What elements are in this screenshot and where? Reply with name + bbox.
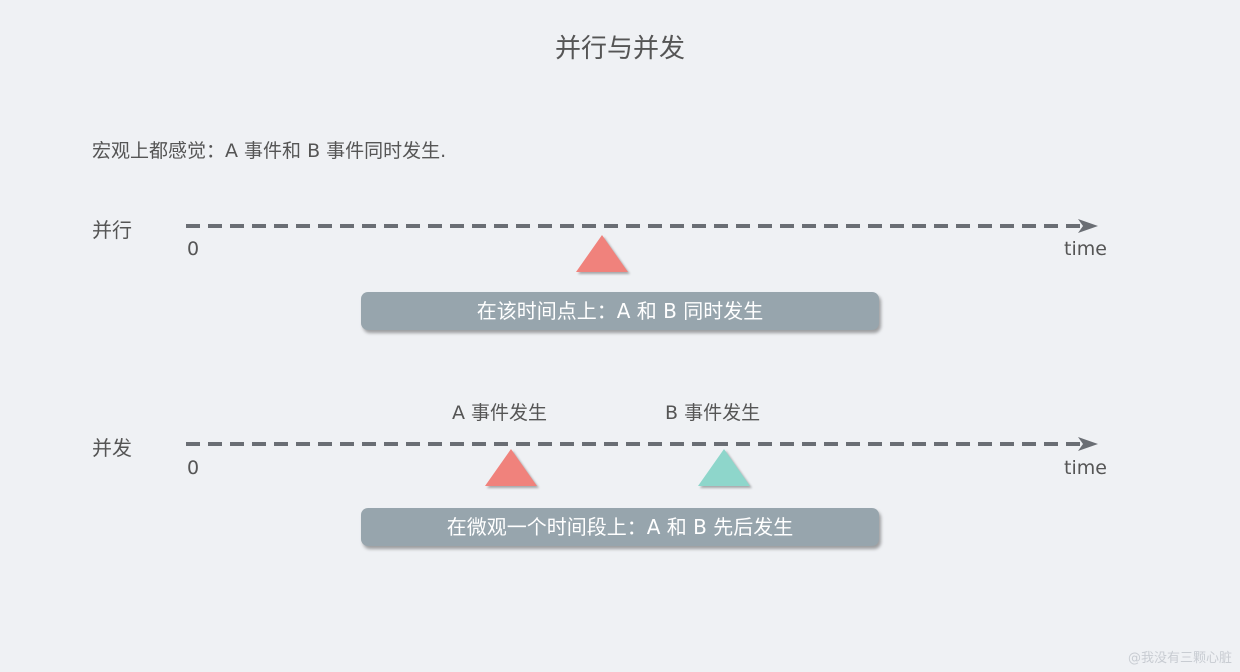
intro-text: 宏观上都感觉：A 事件和 B 事件同时发生. <box>92 140 447 162</box>
concurrent-time: time <box>1064 457 1107 479</box>
parallel-zero: 0 <box>187 238 200 260</box>
concurrent-note: 在微观一个时间段上：A 和 B 先后发生 <box>361 508 879 546</box>
event-marker-ab <box>576 235 628 272</box>
parallel-label: 并行 <box>92 218 132 242</box>
event-b-marker <box>698 449 750 486</box>
concurrent-label: 并发 <box>92 436 132 460</box>
concurrent-time-axis <box>186 437 1098 451</box>
concurrent-zero: 0 <box>187 457 200 479</box>
arrow-head-icon <box>1078 219 1098 233</box>
parallel-time: time <box>1064 238 1107 260</box>
event-b-label: B 事件发生 <box>665 402 761 424</box>
parallel-time-axis <box>186 219 1098 233</box>
event-a-label: A 事件发生 <box>452 402 548 424</box>
arrow-head-icon <box>1078 437 1098 451</box>
diagram-title: 并行与并发 <box>554 34 685 64</box>
watermark: @我没有三颗心脏 <box>1127 651 1232 666</box>
event-a-marker <box>485 449 537 486</box>
parallel-note: 在该时间点上：A 和 B 同时发生 <box>361 292 879 330</box>
